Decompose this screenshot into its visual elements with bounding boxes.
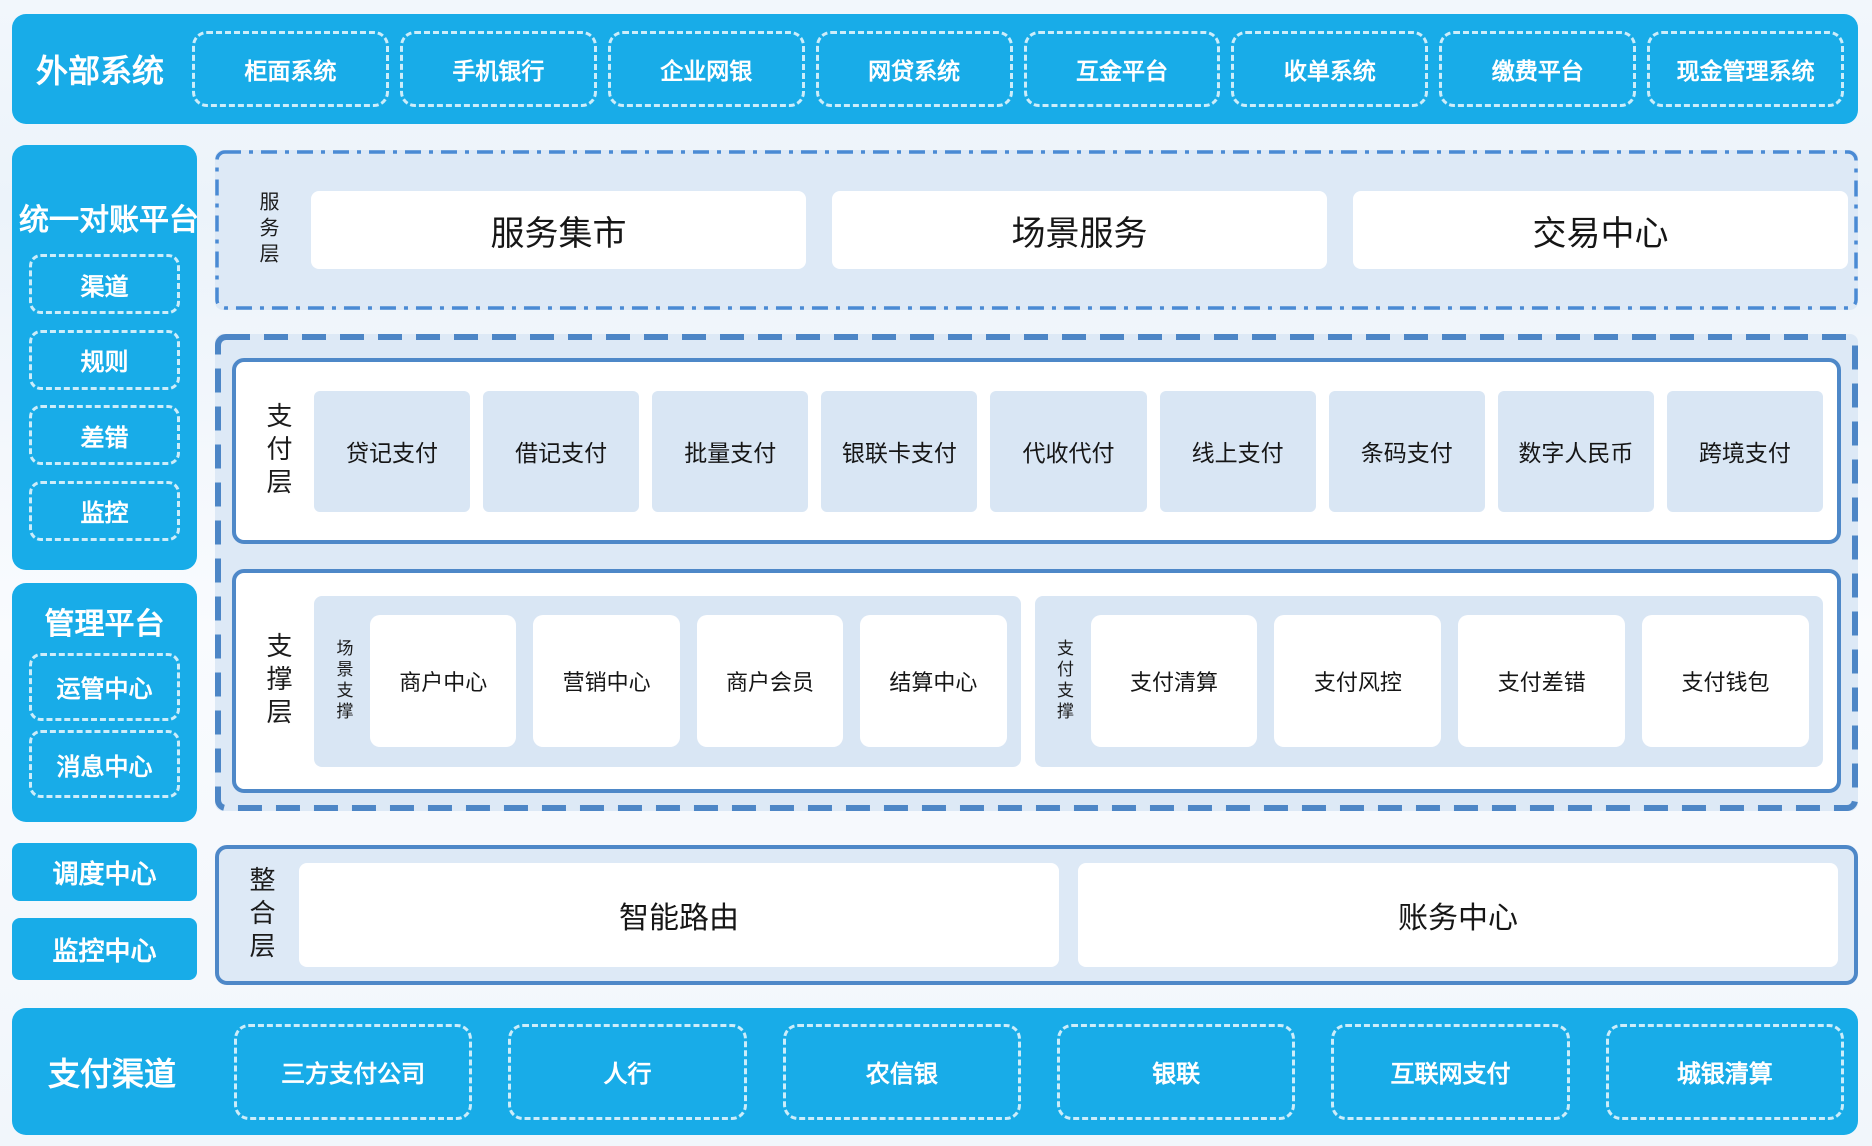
reconciliation-platform-items: 渠道 规则 差错 监控 [29,239,180,556]
reconciliation-platform-title: 统一对账平台 [19,204,199,237]
external-system-item: 网贷系统 [815,31,1013,107]
service-layer: 服务层 服务集市 场景服务 交易中心 [215,150,1858,310]
scene-support-label: 场景支撑 [333,639,353,723]
scene-support-item: 营销中心 [533,615,680,747]
scene-support-group: 场景支撑 商户中心 营销中心 商户会员 结算中心 [314,595,1021,767]
dispatch-center-box: 调度中心 [12,843,197,901]
payment-layer: 支付层 贷记支付 借记支付 批量支付 银联卡支付 代收代付 线上支付 条码支付 … [232,358,1841,544]
external-systems-items: 柜面系统 手机银行 企业网银 网贷系统 互金平台 收单系统 缴费平台 现金管理系… [192,31,1845,107]
external-systems-label: 外部系统 [36,53,165,89]
service-item: 服务集市 [311,191,806,269]
core-layers-container: 支付层 贷记支付 借记支付 批量支付 银联卡支付 代收代付 线上支付 条码支付 … [215,334,1858,811]
payment-channel-item: 城银清算 [1605,1023,1844,1120]
payment-item: 线上支付 [1159,390,1316,512]
integration-layer-items: 智能路由 账务中心 [299,863,1838,967]
payment-channel-item: 互联网支付 [1331,1023,1570,1120]
reconciliation-item: 规则 [29,329,180,390]
integration-item: 智能路由 [299,863,1059,967]
payment-layer-items: 贷记支付 借记支付 批量支付 银联卡支付 代收代付 线上支付 条码支付 数字人民… [314,390,1823,512]
management-platform-title: 管理平台 [44,608,165,641]
external-system-item: 缴费平台 [1439,31,1637,107]
payment-item: 银联卡支付 [821,390,978,512]
payment-item: 条码支付 [1328,390,1485,512]
payment-layer-label: 支付层 [263,401,293,501]
support-layer: 支撑层 场景支撑 商户中心 营销中心 商户会员 结算中心 支付支撑 支付清算 支… [232,569,1841,793]
management-platform-panel: 管理平台 运管中心 消息中心 [12,583,197,822]
reconciliation-item: 差错 [29,405,180,466]
scene-support-item: 商户中心 [370,615,517,747]
payment-support-items: 支付清算 支付风控 支付差错 支付钱包 [1090,615,1809,747]
external-system-item: 收单系统 [1231,31,1429,107]
payment-support-group: 支付支撑 支付清算 支付风控 支付差错 支付钱包 [1034,595,1823,767]
external-system-item: 柜面系统 [192,31,389,107]
management-item: 运管中心 [29,652,180,721]
integration-layer-label: 整合层 [246,865,276,965]
payment-item: 批量支付 [652,390,809,512]
payment-channels-bar: 支付渠道 三方支付公司 人行 农信银 银联 互联网支付 城银清算 [12,1008,1858,1135]
management-platform-items: 运管中心 消息中心 [29,643,180,808]
service-item: 交易中心 [1353,191,1848,269]
service-item: 场景服务 [832,191,1327,269]
payment-support-item: 支付差错 [1458,615,1626,747]
integration-item: 账务中心 [1078,863,1838,967]
support-layer-groups: 场景支撑 商户中心 营销中心 商户会员 结算中心 支付支撑 支付清算 支付风控 … [314,595,1823,767]
payment-channel-item: 人行 [508,1023,747,1120]
external-system-item: 互金平台 [1023,31,1221,107]
payment-channels-items: 三方支付公司 人行 农信银 银联 互联网支付 城银清算 [234,1023,1844,1120]
support-layer-label: 支撑层 [263,631,293,731]
external-system-item: 手机银行 [399,31,597,107]
scene-support-item: 结算中心 [860,615,1007,747]
service-layer-label: 服务层 [256,191,278,269]
external-systems-bar: 外部系统 柜面系统 手机银行 企业网银 网贷系统 互金平台 收单系统 缴费平台 … [12,14,1858,124]
payment-support-item: 支付钱包 [1642,615,1809,747]
monitoring-center-box: 监控中心 [12,918,197,980]
payment-item: 借记支付 [483,390,640,512]
payment-item: 数字人民币 [1497,390,1654,512]
payment-channel-item: 银联 [1057,1023,1296,1120]
scene-support-item: 商户会员 [696,615,844,747]
payment-item: 贷记支付 [314,390,471,512]
scene-support-items: 商户中心 营销中心 商户会员 结算中心 [370,615,1007,747]
reconciliation-platform-panel: 统一对账平台 渠道 规则 差错 监控 [12,145,199,570]
payment-item: 代收代付 [990,390,1147,512]
payment-item: 跨境支付 [1666,390,1823,512]
payment-channel-item: 农信银 [782,1023,1021,1120]
service-layer-items: 服务集市 场景服务 交易中心 [311,191,1848,269]
payment-channel-item: 三方支付公司 [234,1023,473,1120]
payment-channels-label: 支付渠道 [48,1055,177,1092]
external-system-item: 现金管理系统 [1647,31,1845,107]
reconciliation-item: 监控 [29,480,180,541]
reconciliation-item: 渠道 [29,254,180,315]
integration-layer: 整合层 智能路由 账务中心 [215,845,1858,985]
payment-support-label: 支付支撑 [1054,639,1074,723]
management-item: 消息中心 [29,730,180,799]
payment-support-item: 支付风控 [1274,615,1442,747]
payment-support-item: 支付清算 [1090,615,1258,747]
external-system-item: 企业网银 [607,31,805,107]
